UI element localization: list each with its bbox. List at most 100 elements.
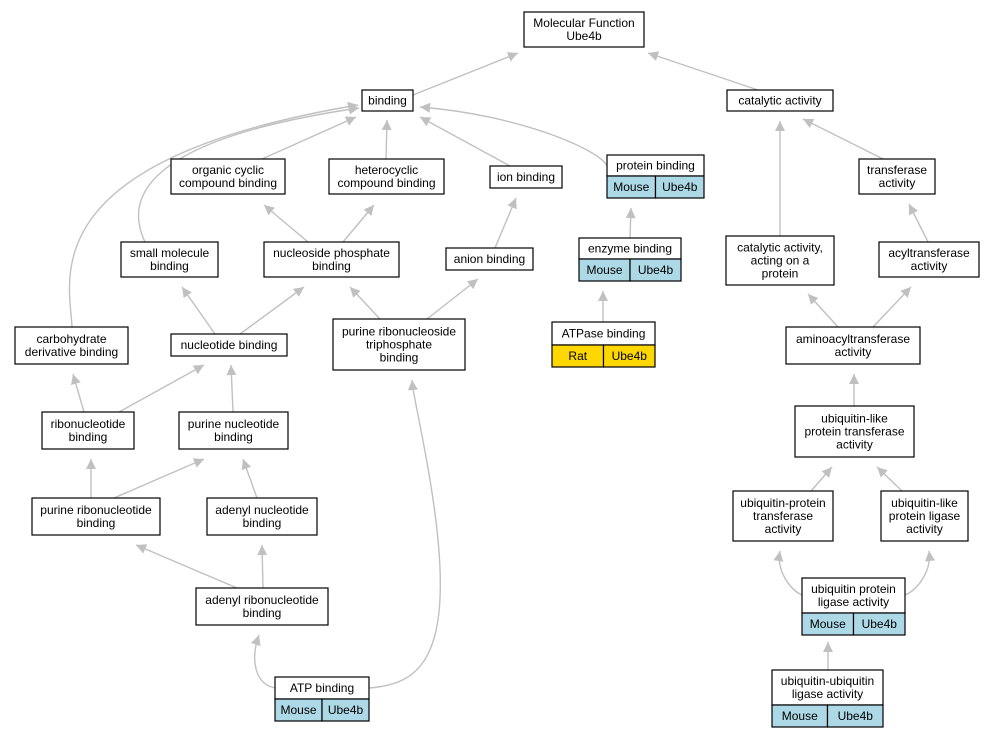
edge-aminoacyl-to-catprot	[807, 293, 839, 328]
node-label: ion binding	[497, 170, 555, 184]
node-box	[41, 411, 135, 450]
edge-line	[368, 379, 442, 689]
edge-line	[426, 278, 479, 320]
node-box	[206, 497, 318, 536]
node-box	[120, 241, 219, 278]
node-box	[445, 247, 534, 271]
go-term-node-binding[interactable]: binding	[361, 89, 414, 112]
arrowhead-icon	[381, 120, 392, 131]
annotation-cell-label: Ube4b	[838, 709, 874, 723]
node-box	[263, 241, 400, 278]
edge-purtri-to-anion	[426, 278, 479, 320]
arrowhead-icon	[773, 551, 784, 562]
go-term-node-nucleotide[interactable]: nucleotide binding	[170, 333, 288, 357]
node-label: enzyme binding	[588, 242, 672, 256]
edge-line	[778, 550, 803, 596]
edge-line	[419, 116, 511, 167]
mouse-annotation-cell	[629, 258, 682, 282]
node-label: ubiquitin-ubiquitin	[781, 674, 874, 688]
node-label: Ube4b	[566, 29, 602, 43]
arrowhead-icon	[506, 52, 518, 62]
node-label: transferase	[867, 163, 927, 177]
node-label: organic cyclic	[192, 163, 264, 177]
edge-line	[261, 116, 357, 160]
node-label: binding	[368, 94, 407, 108]
arrowhead-icon	[823, 642, 833, 652]
edge-ububig-to-ubplig	[823, 642, 833, 670]
node-box	[170, 333, 288, 357]
node-label: ATPase binding	[562, 327, 646, 341]
annotation-cell-label: Mouse	[782, 709, 818, 723]
node-box	[794, 405, 915, 458]
arrowhead-icon	[192, 365, 204, 375]
node-label: ligase activity	[792, 687, 863, 701]
node-label: small molecule	[130, 246, 210, 260]
edge-line	[904, 550, 931, 596]
node-label: catalytic activity	[738, 94, 821, 108]
arrowhead-icon	[598, 291, 608, 301]
node-box	[328, 158, 445, 195]
edge-atpase-to-enzyme	[598, 291, 608, 322]
node-label: ribonucleotide	[51, 417, 126, 431]
edge-line	[135, 544, 238, 589]
arrowhead-icon	[293, 287, 304, 297]
edges-layer	[68, 51, 936, 689]
edge-aminoacyl-to-acyl	[872, 286, 912, 328]
go-term-node-catalytic[interactable]: catalytic activity	[726, 89, 834, 112]
edge-line	[412, 52, 519, 96]
node-label: binding	[77, 516, 116, 530]
node-label: aminoacyltransferase	[796, 332, 910, 346]
node-box	[14, 326, 129, 365]
arrowhead-icon	[849, 374, 859, 384]
rat-annotation-cell	[602, 344, 656, 368]
arrowhead-icon	[241, 459, 252, 471]
edge-line	[113, 458, 205, 499]
node-box	[489, 165, 563, 189]
arrowhead-icon	[808, 294, 819, 305]
node-box	[880, 490, 969, 542]
arrowhead-icon	[347, 101, 358, 112]
edge-adenylnuc-to-purnuc	[241, 458, 258, 499]
edge-ubllike-to-aminoacyl	[849, 374, 859, 406]
node-box	[31, 497, 161, 536]
edge-purribo-to-ribonuc	[86, 459, 96, 498]
annotation-cell-label: Ube4b	[612, 349, 648, 363]
node-label: binding	[150, 259, 189, 273]
edge-line	[137, 107, 360, 243]
edge-nucphos-to-organic	[263, 204, 309, 243]
node-box	[178, 411, 289, 450]
arrowhead-icon	[257, 545, 268, 556]
go-term-node-anion[interactable]: anion binding	[445, 247, 534, 271]
edge-enzyme-to-protein	[625, 207, 636, 239]
arrowhead-icon	[507, 198, 517, 210]
arrowhead-icon	[467, 279, 478, 290]
go-term-node-ion[interactable]: ion binding	[489, 165, 563, 189]
edge-ubplig-to-ubllig	[904, 550, 936, 596]
edge-line	[118, 364, 205, 413]
